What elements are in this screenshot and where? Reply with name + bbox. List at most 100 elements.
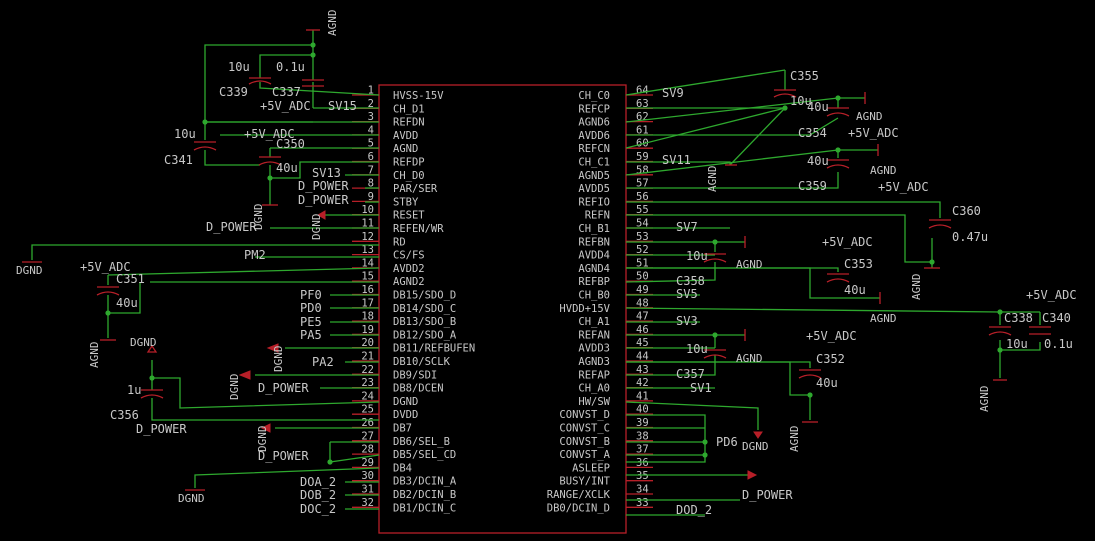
pin-name: AVDD5: [578, 183, 610, 195]
pin-name: REFCP: [578, 103, 610, 115]
pin-number: 35: [636, 470, 649, 482]
pin-name: DB1/DCIN_C: [393, 502, 456, 514]
pin-name: BUSY/INT: [559, 476, 610, 488]
label: 40u: [116, 296, 138, 310]
label: PD6: [716, 435, 738, 449]
pin-name: DB7: [393, 423, 412, 435]
label: 10u: [1006, 337, 1028, 351]
pin-number: 20: [361, 337, 374, 349]
label: C354: [798, 126, 827, 140]
pin-number: 27: [361, 430, 374, 442]
label: AGND: [870, 312, 897, 325]
label: D_POWER: [136, 422, 187, 436]
label: AGND: [856, 110, 883, 123]
pin-number: 44: [636, 351, 649, 363]
pin-name: AGND2: [393, 276, 425, 288]
pin-name: DB11/REFBUFEN: [393, 343, 475, 355]
pin-number: 28: [361, 444, 374, 456]
pin-name: CH_B1: [578, 223, 610, 235]
label: SV13: [312, 166, 341, 180]
label: 10u: [228, 60, 250, 74]
pin-name: REFCN: [578, 143, 610, 155]
pin-name: CONVST_A: [559, 449, 610, 461]
pin-number: 1: [368, 85, 374, 97]
label: C350: [276, 137, 305, 151]
label: DOB_2: [300, 488, 336, 502]
label: SV3: [676, 314, 698, 328]
label: D_POWER: [298, 179, 349, 193]
pin-name: HW/SW: [578, 396, 610, 408]
pin-number: 7: [368, 164, 374, 176]
pin-name: REFDP: [393, 157, 425, 169]
label: C337: [272, 85, 301, 99]
label: C358: [676, 274, 705, 288]
pin-name: CH_C1: [578, 157, 610, 169]
label: D_POWER: [206, 220, 257, 234]
pin-name: CH_D1: [393, 103, 425, 115]
label: 40u: [844, 283, 866, 297]
label: C351: [116, 272, 145, 286]
label: DGND: [16, 264, 43, 277]
label: +5V_ADC: [1026, 288, 1077, 302]
label: C359: [798, 179, 827, 193]
label: 10u: [686, 342, 708, 356]
label: AGND: [88, 342, 101, 369]
pin-number: 49: [636, 284, 649, 296]
pin-name: REFIO: [578, 196, 610, 208]
label: C357: [676, 367, 705, 381]
pin-number: 17: [361, 297, 374, 309]
pin-number: 51: [636, 257, 649, 269]
pin-number: 13: [361, 244, 374, 256]
label: DOC_2: [300, 502, 336, 516]
label: 40u: [276, 161, 298, 175]
label: DGND: [252, 204, 265, 231]
label: 10u: [686, 249, 708, 263]
label: 10u: [174, 127, 196, 141]
pin-name: AVDD: [393, 130, 418, 142]
label: PM2: [244, 248, 266, 262]
pin-number: 16: [361, 284, 374, 296]
label: +5V_ADC: [244, 127, 295, 141]
pin-name: CONVST_D: [559, 409, 610, 421]
label: +5V_ADC: [80, 260, 131, 274]
pin-name: DB0/DCIN_D: [547, 502, 610, 514]
pin-number: 42: [636, 377, 649, 389]
label: D_POWER: [742, 488, 793, 502]
pin-name: DB9/SDI: [393, 369, 437, 381]
pin-name: CH_C0: [578, 90, 610, 102]
pin-number: 4: [368, 124, 374, 136]
pin-number: 21: [361, 351, 374, 363]
label: 1u: [127, 383, 141, 397]
pin-number: 55: [636, 204, 649, 216]
pin-name: CS/FS: [393, 250, 425, 262]
pin-name: RD: [393, 236, 406, 248]
label: 0.1u: [1044, 337, 1073, 351]
junctions: [105, 42, 1003, 465]
pin-name: CH_A0: [578, 383, 610, 395]
label: PD0: [300, 301, 322, 315]
label: C353: [844, 257, 873, 271]
label: DOA_2: [300, 475, 336, 489]
pin-number: 2: [368, 98, 374, 110]
pin-number: 34: [636, 484, 649, 496]
ic-body: [378, 84, 627, 534]
label: DGND: [130, 336, 157, 349]
pin-number: 12: [361, 231, 374, 243]
pin-number: 38: [636, 430, 649, 442]
pin-number: 61: [636, 124, 649, 136]
label: D_POWER: [258, 449, 309, 463]
label: D_POWER: [258, 381, 309, 395]
pin-name: AGND4: [578, 263, 610, 275]
label: C338: [1004, 311, 1033, 325]
pin-name: DB4: [393, 462, 412, 474]
pin-number: 32: [361, 497, 374, 509]
pin-number: 15: [361, 271, 374, 283]
pin-number: 45: [636, 337, 649, 349]
pin-number: 24: [361, 390, 374, 402]
pin-name: DVDD: [393, 409, 418, 421]
pin-number: 33: [636, 497, 649, 509]
pin-name: AGND6: [578, 117, 610, 129]
ground-symbols: [22, 29, 1007, 491]
pin-name: DB3/DCIN_A: [393, 476, 457, 488]
